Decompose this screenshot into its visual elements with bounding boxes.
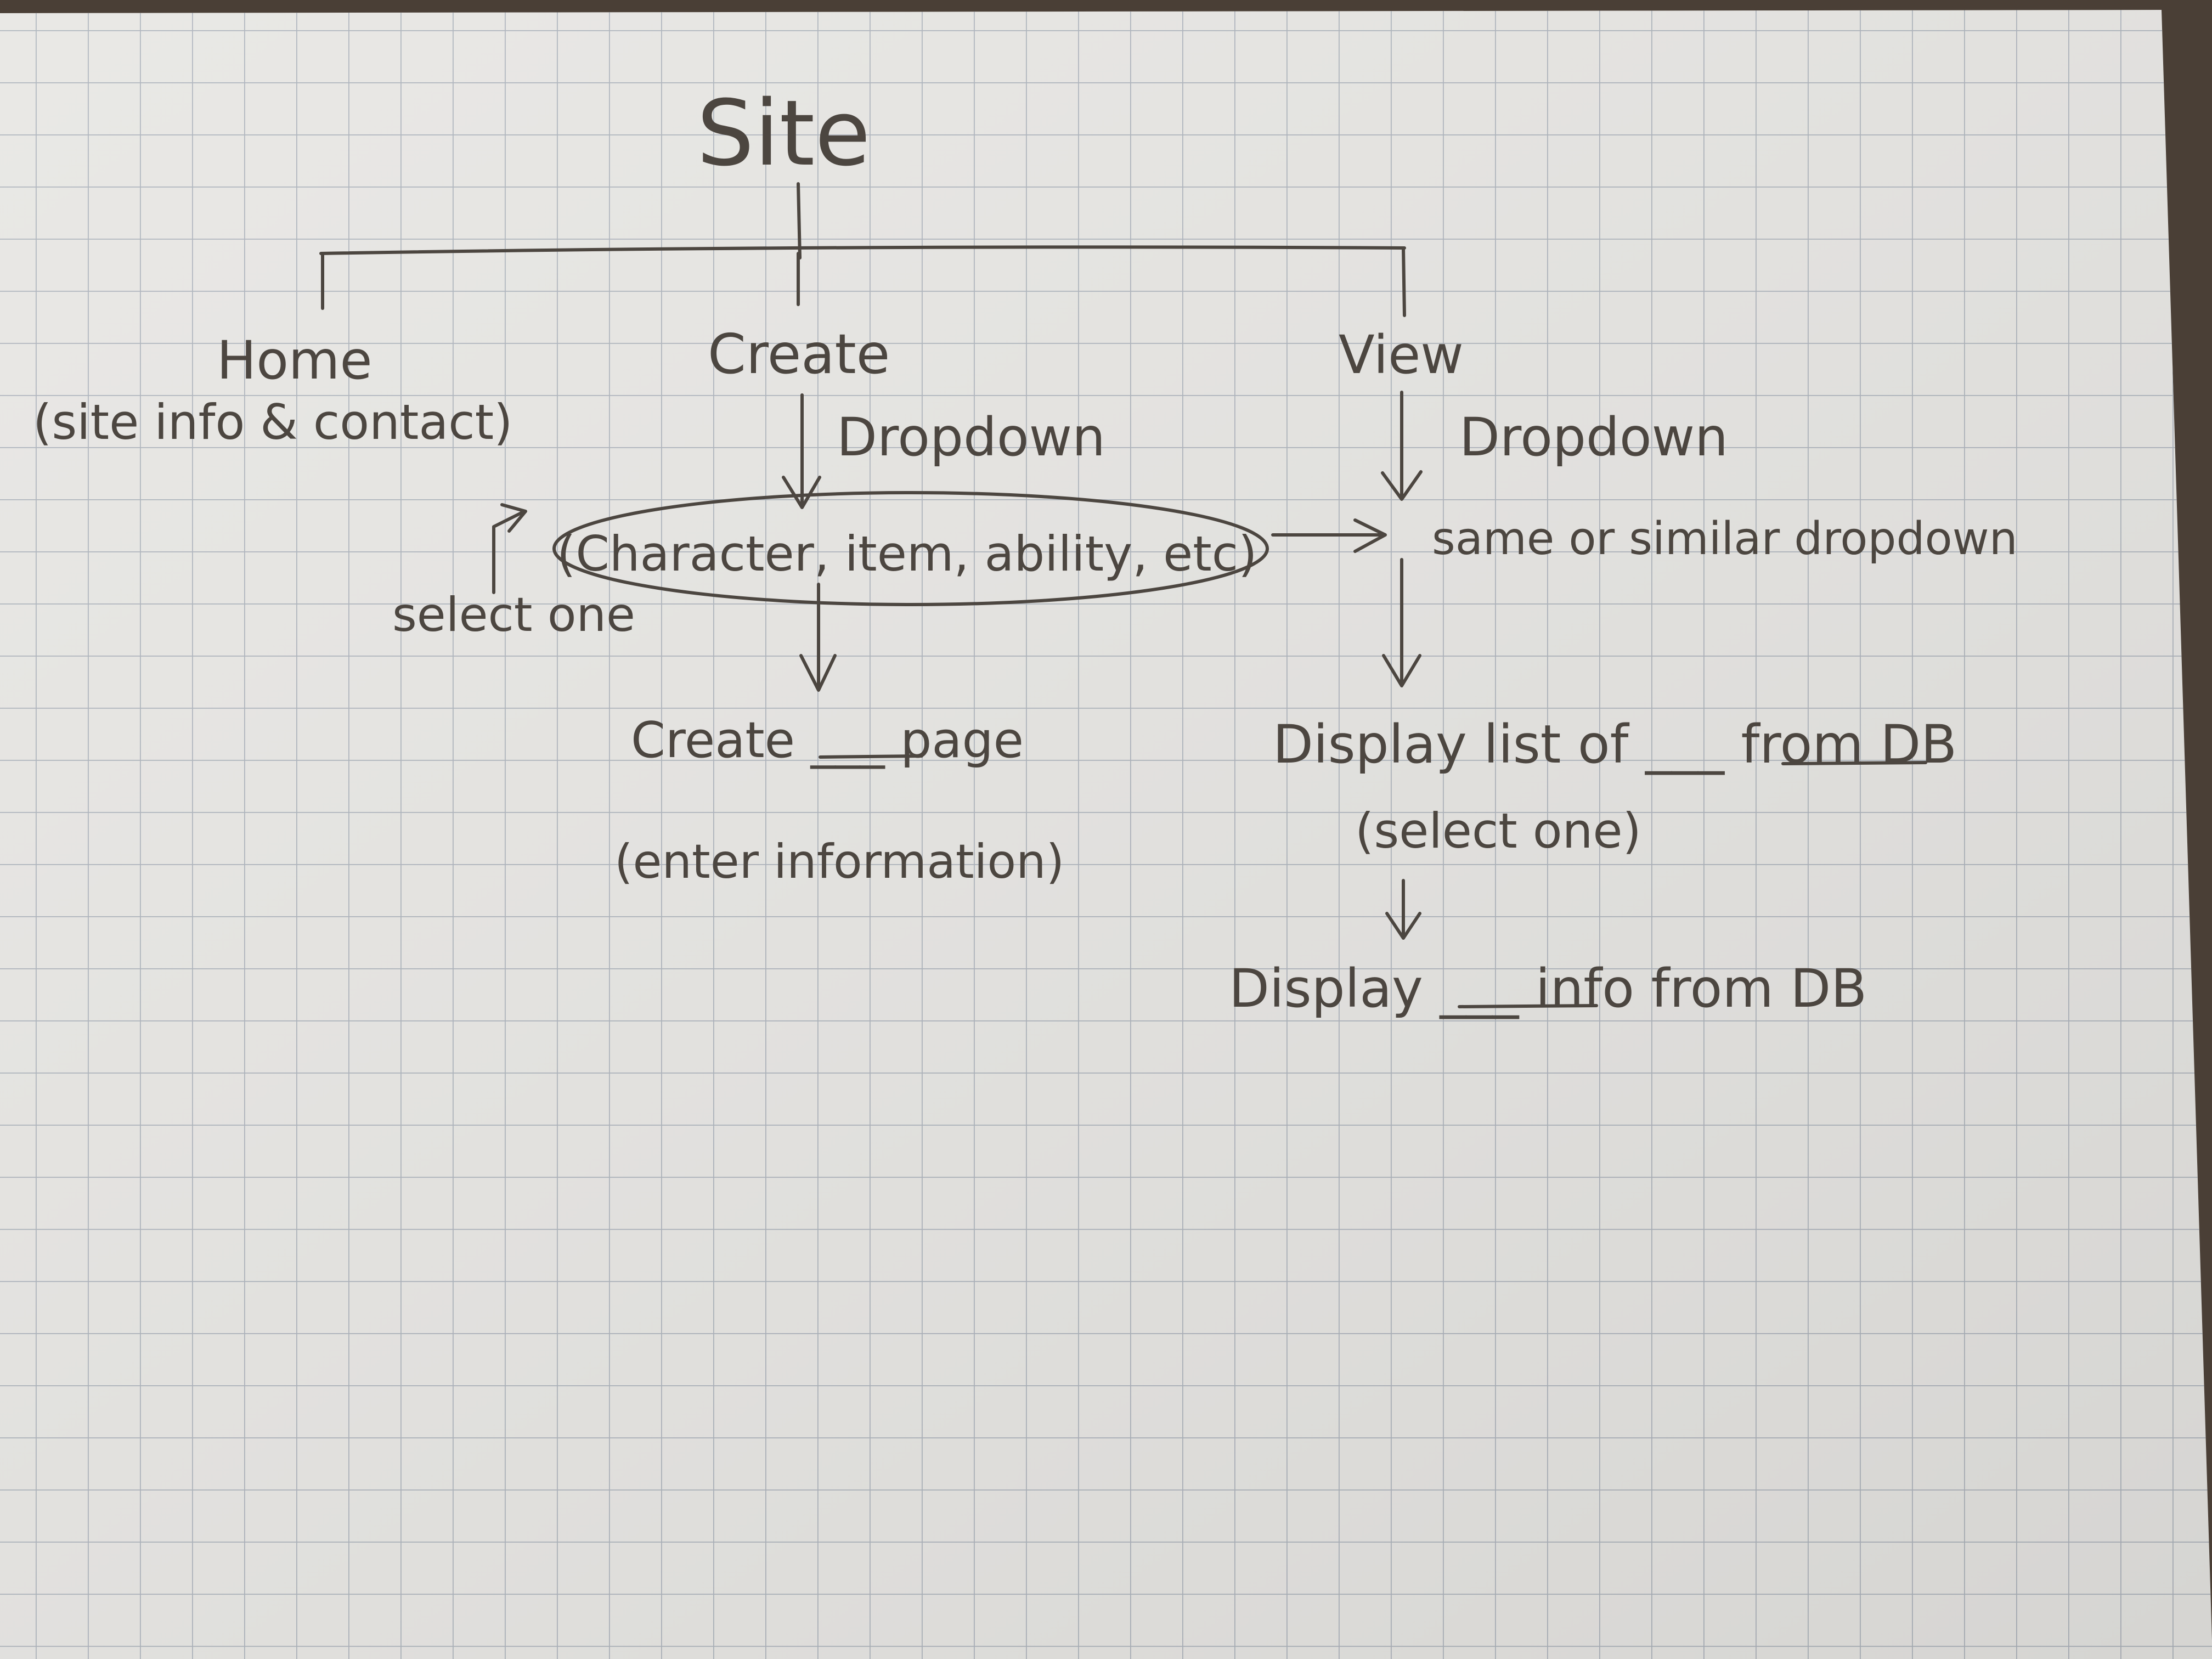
select-one-note: select one (392, 588, 635, 642)
options-to-view-arrow (1271, 518, 1387, 553)
create-down-arrow (782, 393, 821, 509)
home-subtitle: (site info & contact) (33, 394, 513, 450)
select-one-arrow (492, 503, 527, 594)
view-title: View (1339, 324, 1464, 386)
view-down-arrow (1381, 391, 1423, 501)
root-title: Site (697, 81, 871, 186)
labels: Site Home (site info & contact) Create D… (33, 81, 2018, 1019)
view-dropdown-note: same or similar dropdown (1432, 513, 2018, 565)
paper-shading (0, 10, 2212, 1659)
detail-blank (1458, 1004, 1598, 1008)
view-drop (1402, 246, 1406, 317)
create-dropdown-label: Dropdown (837, 407, 1105, 468)
list-title: Display list of ___ from DB (1273, 714, 1957, 775)
create-options: (Character, item, ability, etc) (557, 526, 1257, 582)
options-to-create-page-arrow (799, 583, 837, 692)
create-page-title: Create ___ page (631, 712, 1024, 769)
view-dropdown-label: Dropdown (1459, 407, 1728, 468)
home-title: Home (217, 330, 373, 391)
detail-title: Display ___ info from DB (1229, 958, 1867, 1019)
list-note: (select one) (1355, 803, 1641, 859)
create-title: Create (708, 322, 890, 386)
branch-bracket (319, 245, 1406, 255)
create-page-note: (enter information) (614, 834, 1064, 889)
options-ellipse (552, 491, 1269, 606)
list-blank (1781, 761, 1927, 765)
root-stem (797, 182, 802, 259)
create-page-blank (819, 754, 923, 759)
view-to-list-arrow (1382, 558, 1421, 687)
connectors (319, 182, 1927, 1008)
list-to-detail-arrow (1385, 879, 1421, 940)
